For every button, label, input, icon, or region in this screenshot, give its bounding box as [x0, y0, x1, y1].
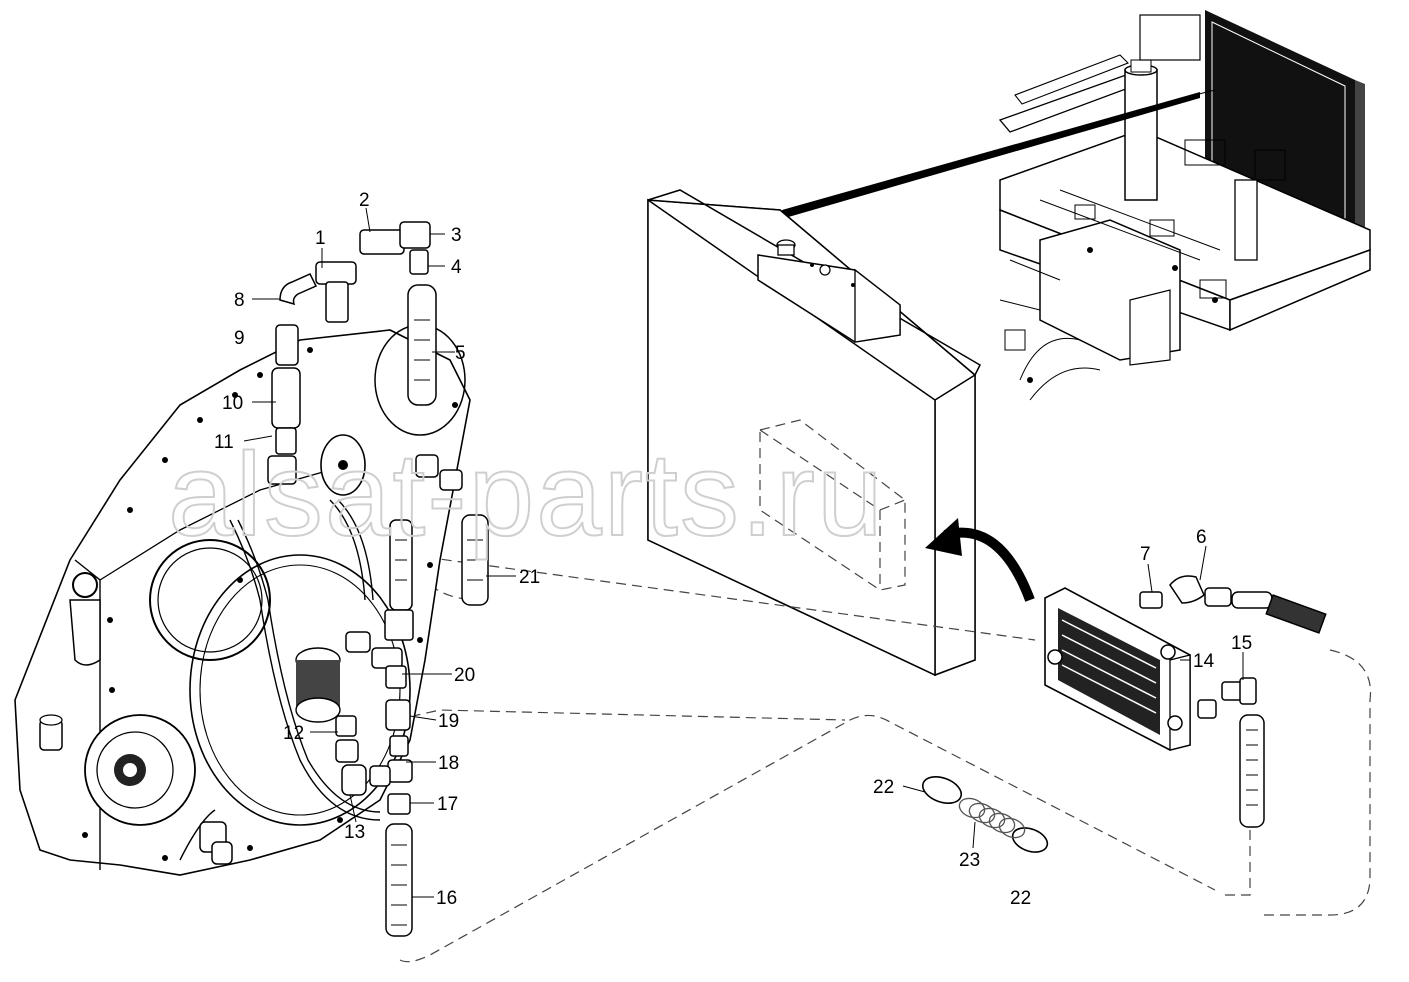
callout-11: 11	[214, 432, 234, 453]
hose-fittings-upper	[267, 221, 489, 641]
callout-23: 23	[959, 850, 980, 871]
callout-14: 14	[1193, 651, 1215, 672]
callout-12: 12	[283, 723, 304, 744]
watermark: alsat-parts.ru	[168, 429, 885, 561]
callout-21: 21	[519, 567, 540, 588]
callout-20: 20	[454, 665, 475, 686]
callout-4: 4	[451, 257, 462, 278]
transmission-housing-illustration	[14, 324, 471, 876]
leader-lines	[243, 207, 1244, 898]
callout-5: 5	[455, 343, 466, 364]
cooler-housing-illustration	[647, 189, 981, 677]
callout-22-bottom: 22	[1010, 888, 1031, 909]
callout-2: 2	[359, 190, 370, 211]
callout-6: 6	[1196, 527, 1207, 548]
clamp-and-spring	[921, 776, 1049, 853]
install-arrow	[925, 518, 1035, 602]
detail-pointer-wedge	[782, 92, 1200, 218]
callout-22-top: 22	[873, 777, 894, 798]
callout-labels: 1 2 3 4 5 6 7 8 9 10 11 12 13 14 15 16 1…	[214, 190, 1252, 909]
filter-element	[295, 647, 341, 723]
callout-16: 16	[436, 888, 457, 909]
callout-10: 10	[222, 393, 243, 414]
callout-1: 1	[315, 228, 326, 249]
callout-9: 9	[234, 328, 245, 349]
cooler-fittings	[1139, 575, 1327, 828]
callout-3: 3	[451, 225, 462, 246]
callout-15: 15	[1231, 633, 1252, 654]
callout-8: 8	[234, 290, 245, 311]
callout-7: 7	[1140, 544, 1151, 565]
hose-fittings-lower	[335, 631, 413, 937]
machine-frame-illustration	[998, 10, 1371, 401]
callout-19: 19	[438, 711, 459, 732]
oil-cooler-illustration	[1044, 587, 1191, 751]
callout-18: 18	[438, 753, 459, 774]
callout-13: 13	[344, 822, 365, 843]
callout-17: 17	[437, 794, 458, 815]
